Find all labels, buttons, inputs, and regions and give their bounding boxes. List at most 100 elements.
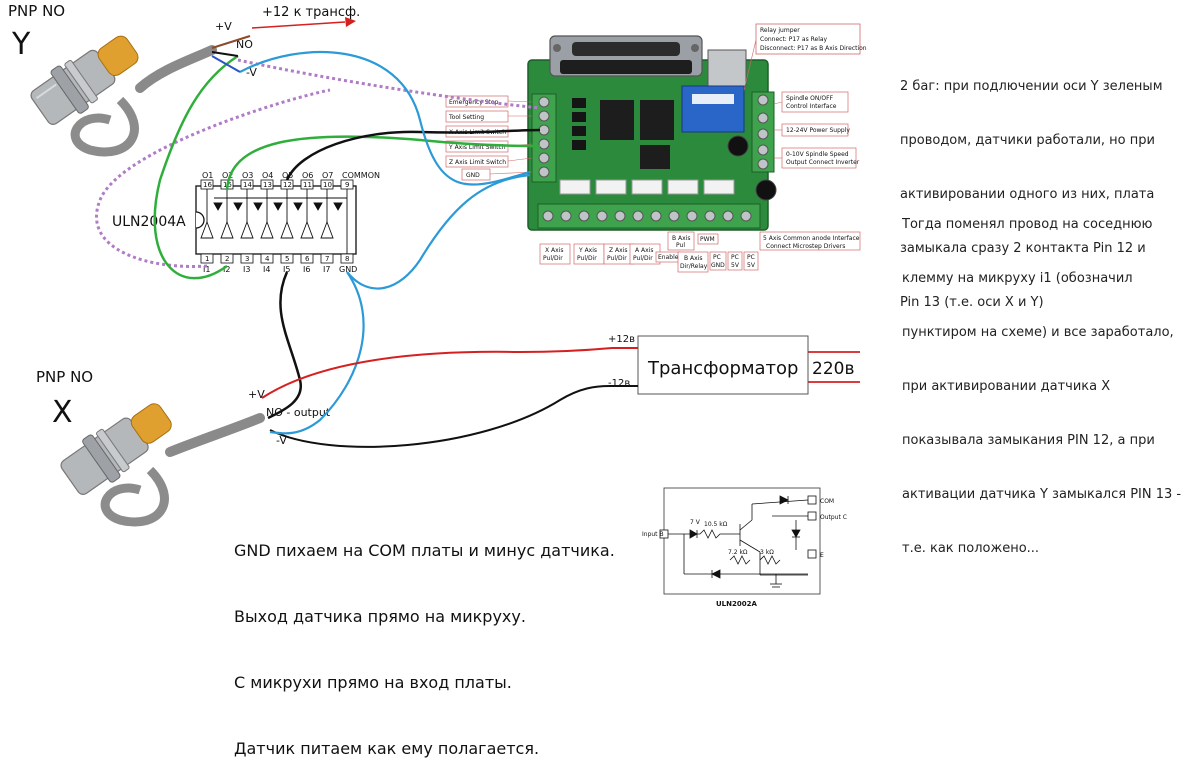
wire-black-ground (269, 385, 611, 448)
label-pc-gnd-b: GND (711, 262, 725, 269)
label-pc-5v-b: 5V (731, 262, 740, 269)
uln-pin-6: 6 (305, 255, 310, 263)
label-y-axis: Y Axis (578, 247, 597, 254)
sensor-x-minus-label: -V (276, 434, 287, 447)
label-x-axis-puldir: Pul/Dir (543, 255, 563, 262)
label-z-axis-puldir: Pul/Dir (607, 255, 627, 262)
uln-input-i3: I3 (243, 265, 250, 274)
relay (681, 85, 745, 133)
uln-input-i7: I7 (323, 265, 330, 274)
note-fix-line: Тогда поменял провод на соседнюю (902, 217, 1153, 232)
label-pc-gnd-a: PC (713, 254, 721, 261)
uln-input-labels: I1 I2 I3 I4 I5 I6 I7 GND (203, 265, 357, 274)
label-power-supply: 12-24V Power Supply (786, 127, 850, 134)
instruction-line: Датчик питаем как ему полагается. (234, 739, 540, 758)
label-b-axis-dir: B Axis (684, 255, 702, 262)
uln-pin-14: 14 (243, 181, 252, 189)
label-gnd: GND (466, 172, 480, 179)
uln-pin-10: 10 (323, 181, 332, 189)
relay-jumper-note: Relay jumper Connect: P17 as Relay Disco… (743, 23, 867, 91)
sensor-y-no-label: NO (236, 38, 253, 51)
uln-pin-1: 1 (205, 255, 209, 263)
uln-input-i4: I4 (263, 265, 270, 274)
note-fix-line: при активировании датчика Х (902, 379, 1111, 394)
sensor-y-minus-label: -V (246, 66, 257, 79)
wire-red-x (261, 347, 613, 399)
capacitor (727, 135, 749, 157)
uln-pin-11: 11 (303, 181, 312, 189)
label-pc-5v2-b: 5V (747, 262, 756, 269)
wire-purple-dotted (95, 58, 541, 268)
note-bug-line: активировании одного из них, плата (900, 187, 1155, 202)
breakout-board: Relay jumper Connect: P17 as Relay Disco… (445, 23, 867, 273)
uln-output-o7: O7 (322, 171, 333, 180)
wire-blue-y (239, 50, 531, 186)
uln2002a-input-label: Input B (642, 531, 664, 538)
board-left-labels: Emergency Stop Tool Setting X Axis Limit… (445, 95, 533, 181)
supply-arrow: +12 к трансф. (251, 5, 360, 29)
label-enable: Enable (658, 254, 679, 261)
label-pc-5v-a: PC (731, 254, 739, 261)
uln2002a-r3-label: 3 kΩ (760, 549, 774, 556)
uln2002a-com-label: COM (820, 498, 834, 505)
uln2002a-r2-label: 7.2 kΩ (728, 549, 748, 556)
note-fix-line: активации датчика Y замыкался PIN 13 - (902, 487, 1182, 502)
uln-output-o5: O5 (282, 171, 293, 180)
uln-output-o1: O1 (202, 171, 213, 180)
sensor-y-cable (135, 45, 217, 93)
label-spindle-speed: 0-10V Spindle Speed (786, 151, 849, 158)
wire-black-input (267, 271, 303, 420)
uln2002a-r1-label: 10.5 kΩ (704, 521, 728, 528)
label-z-limit: Z Axis Limit Switch (449, 159, 506, 166)
uln2002a-caption: ULN2002A (716, 600, 757, 608)
label-y-limit: Y Axis Limit Switch (448, 144, 506, 151)
instruction-line: С микрухи прямо на вход платы. (234, 673, 512, 692)
sensor-x-plus-label: +V (248, 388, 265, 401)
uln2002a-output-label: Output C (820, 514, 847, 521)
relay-note-line3: Disconnect: P17 as B Axis Direction (760, 45, 867, 52)
sensor-x-axis-label: X (52, 395, 73, 430)
sensor-y-plus-label: +V (215, 20, 232, 33)
label-a-axis-puldir: Pul/Dir (633, 255, 653, 262)
label-a-axis: A Axis (635, 247, 653, 254)
uln-pin-8: 8 (345, 255, 349, 263)
uln2004a-chip: ULN2004A O1 O2 O3 O4 O5 O6 O7 COMMON 16 … (112, 171, 380, 274)
label-b-axis-pul: Pul (676, 242, 685, 249)
note-bug-line: замыкала сразу 2 контакта Pin 12 и (900, 241, 1146, 256)
uln-input-i5: I5 (283, 265, 290, 274)
sensor-x: PNP NO X +V NO - output -V (36, 368, 331, 527)
usb-connector (707, 49, 747, 87)
sensor-x-no-label: NO - output (266, 406, 331, 419)
label-tool-setting: Tool Setting (448, 114, 484, 121)
sensor-x-body (60, 403, 172, 495)
transformer-label: Трансформатор (647, 358, 798, 379)
sensor-x-type-label: PNP NO (36, 368, 93, 386)
relay-note-line2: Connect: P17 as Relay (760, 36, 828, 43)
uln-output-labels: O1 O2 O3 O4 O5 O6 O7 COMMON (202, 171, 380, 180)
label-b-axis: B Axis (672, 235, 690, 242)
label-z-axis: Z Axis (609, 247, 627, 254)
uln-output-o3: O3 (242, 171, 253, 180)
note-fix-line: т.е. как положено... (902, 541, 1040, 556)
wire-black-output (285, 128, 541, 181)
note-bug-line: 2 баг: при подлючении оси Y зеленым (900, 79, 1163, 94)
note-fix-line: клемму на микруху i1 (обозначил (902, 271, 1133, 286)
wire-green (153, 54, 541, 280)
uln-input-gnd: GND (339, 265, 357, 274)
transformer: Трансформатор +12в -12в 220в (608, 334, 854, 395)
transformer-minus-label: -12в (608, 378, 630, 389)
uln-pin-2: 2 (225, 255, 229, 263)
label-b-axis-dirrelay: Dir/Relay (680, 263, 708, 270)
uln2002a-labels: Input B 7 V 10.5 kΩ 7.2 kΩ 3 kΩ COM Outp… (642, 498, 847, 608)
uln2002a-schematic (659, 487, 821, 595)
instruction-line: GND пихаем на COM платы и минус датчика. (234, 541, 615, 560)
wiring-diagram: PNP NO Y +V NO -V +12 к трансф. PNP NO X (8, 2, 867, 608)
instructions: GND пихаем на COM платы и минус датчика.… (234, 496, 615, 782)
relay-note-line1: Relay jumper (760, 27, 800, 34)
sensor-y-axis-label: Y (11, 27, 31, 62)
uln-pin-7: 7 (325, 255, 329, 263)
label-pc-5v2-a: PC (747, 254, 755, 261)
supply-arrow-label: +12 к трансф. (262, 5, 360, 20)
uln-bottom-pins: 1 2 3 4 5 6 7 8 (200, 253, 354, 264)
uln-input-i6: I6 (303, 265, 310, 274)
